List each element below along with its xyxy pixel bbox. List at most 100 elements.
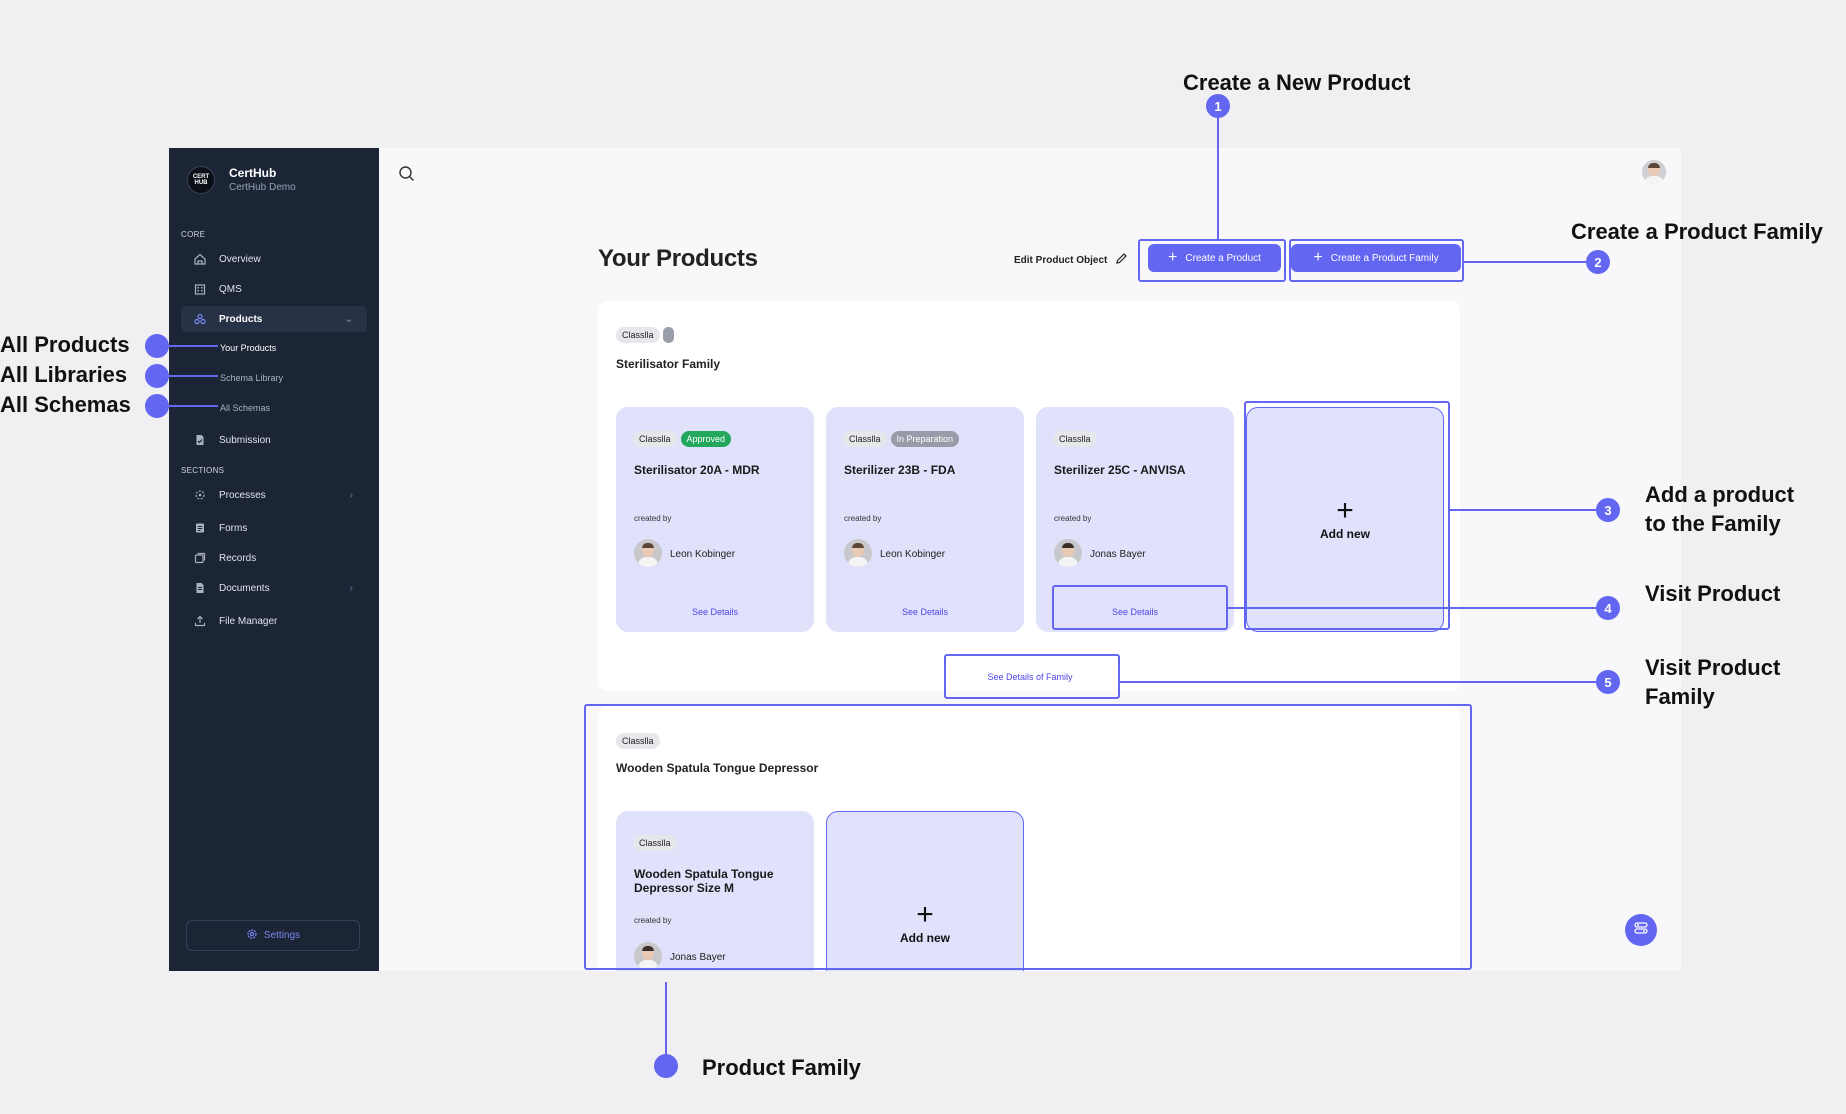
user-avatar[interactable]	[1642, 160, 1666, 184]
sidebar-item-documents[interactable]: Documents ›	[181, 575, 367, 601]
product-card[interactable]: Classlla Sterilizer 25C - ANVISA created…	[1036, 407, 1234, 632]
sidebar-item-overview[interactable]: Overview	[181, 246, 367, 272]
created-by-label: created by	[634, 916, 672, 925]
annotation-highlight	[1052, 585, 1228, 630]
annotation-connector	[1228, 607, 1608, 609]
annotation-highlight	[1138, 239, 1286, 282]
avatar	[634, 942, 662, 970]
annotation-connector	[665, 982, 667, 1064]
sidebar-item-file-manager[interactable]: File Manager	[181, 608, 367, 634]
class-tag: Classlla	[633, 431, 677, 447]
product-name: Sterilisator 20A - MDR	[634, 463, 760, 477]
annotation-badge: 2	[1586, 250, 1610, 274]
sidebar-item-label: Products	[219, 313, 263, 325]
documents-icon	[193, 581, 207, 595]
products-icon	[193, 312, 207, 326]
create-product-family-button[interactable]: + Create a Product Family	[1291, 244, 1461, 272]
core-section-label: CORE	[181, 230, 206, 239]
sidebar-item-label: Processes	[219, 489, 266, 501]
brand-name: CertHub	[229, 166, 277, 180]
class-tag: Classlla	[843, 431, 887, 447]
see-family-details-link[interactable]: See Details of Family	[987, 672, 1073, 682]
chevron-down-icon: ⌄	[344, 313, 353, 325]
created-by-label: created by	[844, 514, 882, 523]
product-name: Sterilizer 25C - ANVISA	[1054, 463, 1186, 477]
edit-product-object-link[interactable]: Edit Product Object	[1014, 252, 1128, 268]
product-family-panel: Classlla Wooden Spatula Tongue Depressor…	[598, 706, 1460, 971]
sidebar-item-label: Forms	[219, 522, 248, 534]
annotation-badge: 3	[1596, 498, 1620, 522]
annotation-highlight	[1289, 239, 1464, 282]
annotation-highlight	[1244, 401, 1450, 630]
annotation-visit-product: Visit Product	[1645, 581, 1781, 606]
add-new-label: Add new	[900, 930, 950, 945]
sidebar: CERT HUB CertHub CertHub Demo CORE Overv…	[169, 148, 379, 971]
sidebar-item-submission[interactable]: Submission	[181, 427, 367, 453]
sidebar-item-qms[interactable]: QMS	[181, 276, 367, 302]
upload-icon	[193, 614, 207, 628]
sidebar-item-processes[interactable]: Processes ›	[181, 482, 367, 508]
forms-icon	[193, 521, 207, 535]
plus-icon: +	[1313, 249, 1323, 266]
see-details-link[interactable]: See Details	[691, 607, 739, 617]
sidebar-item-label: Overview	[219, 253, 261, 265]
created-by-label: created by	[1054, 514, 1092, 523]
creator-name: Leon Kobinger	[670, 549, 736, 560]
brand-subtitle: CertHub Demo	[229, 182, 296, 193]
search-icon[interactable]	[398, 165, 416, 188]
edit-object-label: Edit Product Object	[1014, 254, 1108, 266]
sidebar-subitem-all-schemas[interactable]: All Schemas	[220, 403, 271, 413]
annotation-badge: 1	[1206, 94, 1230, 118]
toggles-icon	[1634, 921, 1648, 940]
add-new-product-card[interactable]: + Add new	[826, 811, 1024, 971]
sidebar-item-label: File Manager	[219, 615, 278, 627]
plus-icon: +	[916, 897, 934, 931]
annotation-connector	[160, 345, 218, 347]
product-card[interactable]: Classlla Wooden Spatula Tongue Depressor…	[616, 811, 814, 971]
class-tag: Classlla	[616, 327, 660, 343]
creator-name: Jonas Bayer	[1090, 549, 1146, 560]
settings-label: Settings	[263, 930, 301, 941]
see-details-link[interactable]: See Details	[901, 607, 949, 617]
annotation-connector	[1120, 681, 1608, 683]
annotation-connector	[1450, 509, 1608, 511]
sidebar-subitem-your-products[interactable]: Your Products	[220, 343, 277, 353]
sidebar-subitem-schema-library[interactable]: Schema Library	[220, 373, 284, 383]
sidebar-item-forms[interactable]: Forms	[181, 515, 367, 541]
sidebar-item-label: Documents	[219, 582, 270, 594]
annotation-connector	[1217, 118, 1219, 240]
family-name: Sterilisator Family	[616, 357, 721, 371]
create-product-button[interactable]: + Create a Product	[1148, 244, 1281, 272]
add-new-product-card[interactable]: + Add new	[1246, 407, 1444, 632]
sections-label: SECTIONS	[181, 466, 225, 475]
annotation-all-products: All Products	[0, 332, 130, 357]
chevron-right-icon: ›	[349, 489, 353, 501]
creator-name: Leon Kobinger	[880, 549, 946, 560]
avatar	[634, 539, 662, 567]
pencil-icon	[1115, 252, 1128, 268]
annotation-product-family: Product Family	[702, 1055, 861, 1080]
annotation-create-family: Create a Product Family	[1571, 219, 1823, 244]
filter-fab-button[interactable]	[1625, 914, 1657, 946]
plus-icon: +	[1336, 493, 1354, 527]
processes-icon	[193, 488, 207, 502]
class-tag: Classlla	[1053, 431, 1097, 447]
annotation-badge: 4	[1596, 596, 1620, 620]
status-badge: Approved	[680, 431, 732, 447]
annotation-badge: 5	[1596, 670, 1620, 694]
sidebar-item-records[interactable]: Records	[181, 545, 367, 571]
class-tag: Classlla	[616, 733, 660, 749]
see-details-link[interactable]: See Details	[1111, 607, 1159, 617]
family-name: Wooden Spatula Tongue Depressor	[616, 761, 819, 775]
add-new-label: Add new	[1320, 526, 1370, 541]
settings-button[interactable]: Settings	[186, 920, 360, 951]
status-badge: In Preparation	[890, 431, 960, 447]
sidebar-item-products[interactable]: Products ⌄	[181, 306, 367, 332]
annotation-highlight	[584, 704, 1472, 970]
create-product-label: Create a Product	[1185, 252, 1261, 264]
